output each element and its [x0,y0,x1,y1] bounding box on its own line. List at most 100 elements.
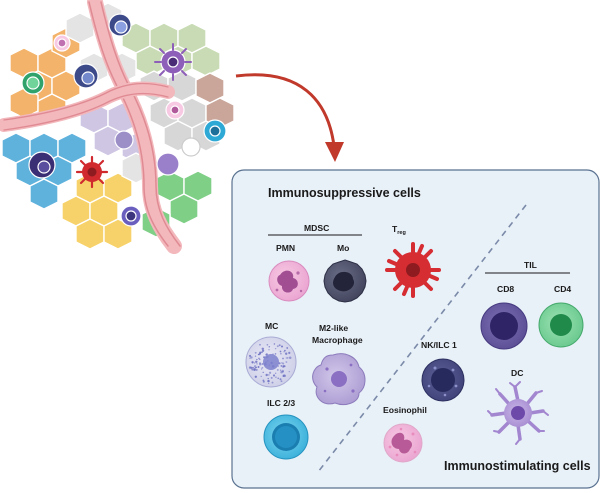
granule [268,382,270,384]
pmn-cell [268,260,310,302]
granule [251,361,254,364]
granule [266,344,269,346]
cd8-label: CD8 [497,284,514,294]
dendritic-cell [487,381,549,445]
granule [271,381,274,384]
granule [255,368,258,371]
treg-label: Treg [392,224,406,236]
m2-label-line2: Macrophage [312,335,363,345]
granule [285,361,288,363]
granule [276,345,279,348]
granule [252,366,254,369]
granule [250,356,253,359]
eosinophil-cell [383,423,423,463]
granule [255,367,257,369]
curved-arrow [235,73,344,162]
granule [265,373,268,377]
granule [281,369,284,373]
granule [276,368,279,371]
til-label: TIL [524,260,537,270]
granule [281,345,283,348]
granule [250,367,253,370]
granule [282,357,284,360]
granule [268,349,270,351]
granule [279,369,282,371]
granule [282,374,285,378]
granule [288,370,290,373]
pmn-label: PMN [276,243,295,253]
ilc23-cell [263,414,309,460]
granule [261,347,265,351]
granule [259,351,262,354]
granule [258,358,261,361]
m2-label-line1: M2-like [319,323,348,333]
granule [248,354,252,357]
treg-cell [385,242,441,298]
nk-label: NK/ILC 1 [421,340,457,350]
granule [253,368,256,372]
granule [267,379,270,383]
granule [253,362,256,364]
granule [285,352,288,355]
granule [259,343,261,346]
granule [274,347,277,350]
cd4-cell [538,302,584,348]
granule [259,363,262,366]
cd4-label: CD4 [554,284,571,294]
granule [253,365,257,368]
granule [275,376,277,379]
granule [272,374,276,377]
mdsc-label: MDSC [304,223,329,233]
granule [288,356,292,360]
granule [286,347,289,349]
granule [268,345,271,348]
granule [280,380,283,383]
granule [279,350,282,353]
granule [268,374,270,376]
granule [254,351,257,354]
granule [256,358,258,361]
granule [261,363,264,365]
granule [283,351,285,353]
granule [260,375,262,378]
mc-label: MC [265,321,278,331]
mast-cell [245,336,297,388]
granule [261,351,263,354]
ilc23-label: ILC 2/3 [267,398,295,408]
cd8-cell [480,302,528,350]
granule [279,378,282,381]
granule [275,372,277,374]
granule [288,351,291,355]
mo-label: Mo [337,243,349,253]
immunostimulating-title: Immunostimulating cells [444,459,591,473]
granule [262,379,265,382]
granule [257,366,260,368]
granule [282,362,285,365]
m2-macrophage-cell [312,353,366,406]
granule [282,365,285,367]
granule [280,364,283,367]
granule [273,343,276,345]
divider-line [317,204,527,473]
granule [261,368,263,370]
granule [262,371,264,374]
immunosuppressive-title: Immunosuppressive cells [268,186,421,200]
granule [280,352,282,355]
granule [249,357,251,359]
dc-label: DC [511,368,523,378]
granule [284,349,286,352]
tumor-microenvironment [0,0,235,254]
eosinophil-label: Eosinophil [383,405,427,415]
granule [267,377,269,380]
granule [277,377,279,380]
granule [281,362,283,364]
granule [278,344,281,347]
granule [254,355,257,357]
monocyte-cell [323,259,367,303]
granule [270,376,273,379]
granule [261,366,264,369]
granule [261,349,265,352]
nk-cell [421,358,465,402]
granule [255,360,258,364]
